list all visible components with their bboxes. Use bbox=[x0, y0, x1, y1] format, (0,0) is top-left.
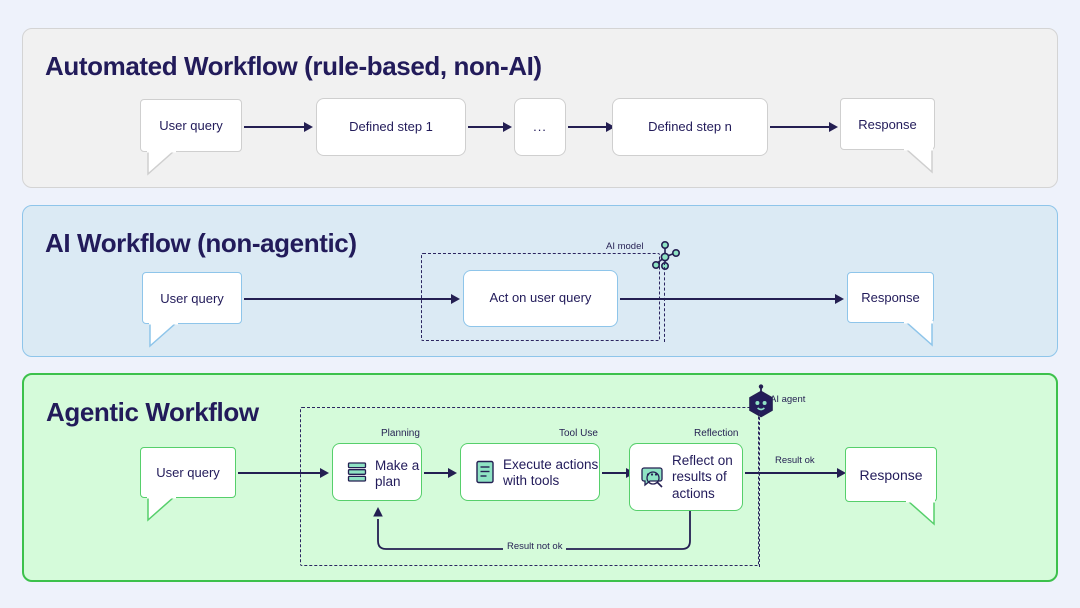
node-label: User query bbox=[140, 447, 236, 498]
node-user-query-automated: User query bbox=[140, 99, 242, 176]
arrow-head bbox=[503, 122, 512, 132]
bubble-tail bbox=[147, 150, 176, 176]
arrow-head bbox=[448, 468, 457, 478]
group-ai-model-boundary bbox=[421, 253, 660, 341]
panel-ai-title: AI Workflow (non-agentic) bbox=[45, 228, 357, 258]
node-label-line2: results of bbox=[672, 469, 727, 485]
group-ai-agent-boundary bbox=[300, 407, 759, 566]
connector-line bbox=[468, 126, 506, 128]
node-user-query-ai: User query bbox=[142, 272, 242, 348]
panel-automated-title: Automated Workflow (rule-based, non-AI) bbox=[45, 51, 542, 81]
bubble-tail bbox=[906, 500, 935, 526]
ai-model-network-icon bbox=[652, 240, 680, 270]
node-make-a-plan: Make a plan bbox=[332, 443, 422, 501]
arrow-head bbox=[320, 468, 329, 478]
edge-label-result-not-ok: Result not ok bbox=[503, 541, 567, 552]
node-ellipsis-step: ... bbox=[514, 98, 566, 156]
arrow-head bbox=[837, 468, 846, 478]
bubble-tail bbox=[904, 148, 933, 174]
feedback-loop-path bbox=[373, 507, 691, 550]
reflection-search-bubble-icon bbox=[641, 467, 663, 488]
arrow-head bbox=[829, 122, 838, 132]
node-label-line1: Execute actions bbox=[503, 457, 599, 472]
node-label: Response bbox=[840, 98, 935, 150]
arrow-head bbox=[451, 294, 460, 304]
edge-label-result-ok: Result ok bbox=[771, 455, 819, 466]
connector-line bbox=[602, 472, 628, 474]
node-defined-step-n: Defined step n bbox=[612, 98, 768, 156]
node-label-wrap: Reflect on results of actions bbox=[672, 453, 733, 502]
node-label-line1: Reflect on bbox=[672, 453, 733, 468]
arrow-head bbox=[304, 122, 313, 132]
caption-reflection: Reflection bbox=[694, 428, 739, 439]
caption-tool-use: Tool Use bbox=[559, 428, 598, 439]
node-defined-step-1: Defined step 1 bbox=[316, 98, 466, 156]
ai-agent-label: AI agent bbox=[770, 394, 806, 405]
connector-line bbox=[244, 126, 306, 128]
node-label-line3: actions bbox=[672, 485, 715, 501]
node-label: User query bbox=[140, 99, 242, 152]
node-label-line2: with tools bbox=[503, 473, 560, 489]
node-label: Response bbox=[845, 447, 937, 502]
panel-agentic-title: Agentic Workflow bbox=[46, 397, 259, 427]
ai-model-label: AI model bbox=[606, 241, 644, 252]
node-user-query-agentic: User query bbox=[140, 447, 236, 522]
bubble-tail bbox=[149, 322, 178, 348]
document-list-icon bbox=[476, 460, 494, 484]
node-response-automated: Response bbox=[840, 98, 935, 174]
bubble-tail bbox=[904, 321, 933, 347]
node-label-wrap: Execute actions with tools bbox=[503, 457, 598, 490]
node-execute-actions-with-tools: Execute actions with tools bbox=[460, 443, 600, 501]
node-act-on-user-query: Act on user query bbox=[463, 270, 618, 327]
node-reflect-on-results: Reflect on results of actions bbox=[629, 443, 743, 511]
node-label: User query bbox=[142, 272, 242, 324]
connector-line bbox=[244, 298, 453, 300]
connector-line bbox=[568, 126, 610, 128]
ai-model-leader-line bbox=[664, 262, 665, 342]
node-label: Response bbox=[847, 272, 934, 323]
node-response-ai: Response bbox=[847, 272, 934, 347]
node-label-line2: plan bbox=[375, 474, 401, 490]
arrow-head bbox=[606, 122, 615, 132]
connector-line bbox=[424, 472, 450, 474]
stacked-layers-icon bbox=[347, 462, 367, 482]
bubble-tail bbox=[147, 496, 176, 522]
ai-agent-hexagon-robot-icon bbox=[749, 384, 773, 418]
ai-agent-leader-line bbox=[759, 412, 760, 567]
node-response-agentic: Response bbox=[845, 447, 937, 526]
node-label-line1: Make a bbox=[375, 458, 420, 473]
connector-line bbox=[770, 126, 832, 128]
connector-line bbox=[238, 472, 322, 474]
arrow-head bbox=[835, 294, 844, 304]
caption-planning: Planning bbox=[381, 428, 420, 439]
connector-line-result-ok bbox=[745, 472, 840, 474]
connector-line bbox=[620, 298, 838, 300]
node-label-wrap: Make a plan bbox=[375, 458, 419, 491]
